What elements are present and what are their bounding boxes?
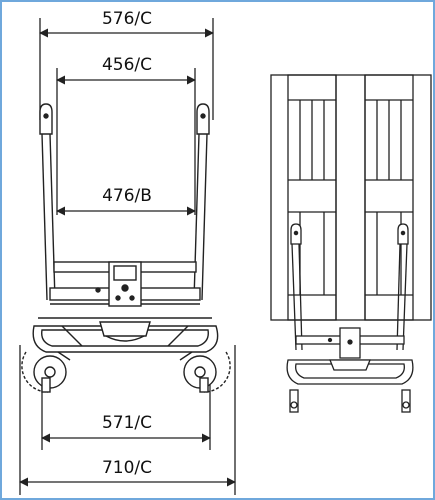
small-right-upright-b xyxy=(396,243,401,351)
right-wheel-swing-arc xyxy=(203,351,231,393)
small-right-hub xyxy=(402,401,410,409)
left-brake xyxy=(57,351,71,361)
small-left-upright-a xyxy=(291,243,297,351)
trolley-side-view-with-pallet xyxy=(270,74,432,413)
chassis-loop-inner xyxy=(41,329,209,347)
clamp-top-block xyxy=(113,265,137,281)
right-wheel-hub xyxy=(194,366,206,378)
small-left-upright-b xyxy=(298,243,303,351)
clamp-bolt-3 xyxy=(129,295,135,301)
clamp-bolt xyxy=(121,284,129,292)
trolley-front-view xyxy=(21,103,231,393)
clamp-bolt-2 xyxy=(115,295,121,301)
small-chassis-inner xyxy=(295,363,405,379)
small-right-wheel xyxy=(401,389,411,413)
right-brake xyxy=(179,351,193,361)
small-left-hub xyxy=(290,401,298,409)
small-right-bolt xyxy=(400,230,406,236)
right-handle-bolt xyxy=(200,113,206,119)
left-upright-outer xyxy=(41,133,48,301)
dim-label-456: 456/C xyxy=(102,55,152,75)
chassis-loop-outer xyxy=(32,325,219,353)
dim-label-576: 576/C xyxy=(102,9,152,29)
dim-label-710: 710/C xyxy=(102,458,152,478)
small-clamp-bolt xyxy=(347,339,353,345)
left-wheel-hub xyxy=(44,366,56,378)
left-handle-bolt xyxy=(43,113,49,119)
center-tray xyxy=(99,321,151,337)
left-wheel-swing-arc xyxy=(21,351,49,393)
left-wheel-fork xyxy=(41,377,51,393)
dim-label-476: 476/B xyxy=(102,186,152,206)
right-wheel-fork xyxy=(199,377,209,393)
small-pin xyxy=(327,337,333,343)
right-upright-outer xyxy=(201,133,208,301)
small-left-bolt xyxy=(293,230,299,236)
small-tray xyxy=(329,359,371,371)
pallet-outline xyxy=(270,74,432,321)
strut-left xyxy=(61,325,83,347)
small-right-upright-a xyxy=(402,243,408,351)
strut-right xyxy=(167,325,189,347)
small-chassis-loop xyxy=(286,359,414,385)
tray-curve xyxy=(105,335,145,342)
left-upright-inner xyxy=(49,133,56,301)
right-handle-grip xyxy=(196,103,210,135)
dim-label-571: 571/C xyxy=(102,413,152,433)
pin-dot xyxy=(95,287,101,293)
left-handle-grip xyxy=(39,103,53,135)
small-left-wheel xyxy=(289,389,299,413)
